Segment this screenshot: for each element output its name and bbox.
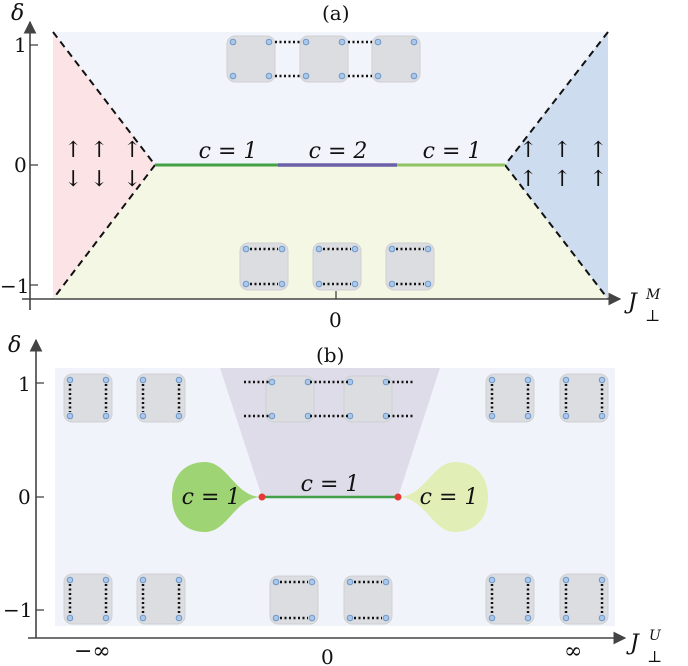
x-tick-label-a-0: 0 [329, 308, 342, 332]
right-boundary-lower [504, 164, 609, 300]
critical-point-right [394, 493, 402, 501]
spin-arrow: ↓ [90, 167, 108, 192]
left-region [53, 32, 155, 299]
y-tick-label-b-m1: −1 [3, 598, 32, 622]
plaquette-icon [265, 375, 315, 423]
panel-a: c = 1 c = 2 c = 1 ↑ ↑ ↑ ↓ ↓ ↓ ↑ ↑ ↑ ↑ ↑ … [0, 1, 661, 332]
plaquette-icon [559, 573, 609, 625]
plaquette-icon [136, 573, 186, 625]
plaquette-icon [63, 573, 113, 625]
svg-text:⊥: ⊥ [647, 647, 662, 666]
top-region [53, 32, 608, 165]
phase-label-b-1: c = 1 [182, 485, 241, 510]
phase-label-a-3: c = 1 [423, 139, 482, 164]
plaquette-icon [269, 575, 319, 625]
plaquette-icon [226, 35, 276, 83]
phase-label-a-1: c = 1 [199, 139, 258, 164]
right-boundary-upper [504, 31, 609, 166]
x-tick-label-b-neginf: −∞ [74, 639, 111, 664]
y-tick-label-a-m1: −1 [0, 274, 29, 298]
plaquette-icon [343, 375, 393, 423]
y-tick-label-b-1: 1 [18, 372, 31, 396]
right-drop-region [398, 462, 488, 532]
y-tick-label-b-0: 0 [18, 485, 31, 509]
plaquette-icon [239, 242, 289, 291]
left-boundary-upper [52, 31, 156, 166]
phase-label-b-2: c = 1 [301, 472, 360, 497]
plaquette-icon [343, 575, 393, 625]
x-axis-label-b: J U ⊥ [626, 628, 662, 666]
y-tick-label-a-0: 0 [14, 153, 27, 177]
panel-b: c = 1 c = 1 c = 1 δ 1 0 −1 −∞ 0 ∞ (b) J … [3, 333, 662, 666]
y-axis-label-a: δ [11, 1, 24, 26]
spin-arrow: ↑ [589, 138, 607, 163]
phase-label-b-3: c = 1 [420, 485, 479, 510]
plaquette-icon [559, 373, 609, 423]
plaquette-icon [312, 242, 362, 291]
svg-text:J: J [624, 290, 638, 315]
spin-arrow: ↑ [553, 138, 571, 163]
spin-arrow: ↑ [519, 138, 537, 163]
right-spins: ↑ ↑ ↑ ↑ ↑ ↑ [519, 138, 607, 192]
svg-text:⊥: ⊥ [645, 306, 660, 325]
spin-arrow: ↑ [123, 138, 141, 163]
panel-b-plaquettes [63, 373, 609, 625]
x-tick-label-b-0: 0 [321, 645, 334, 666]
spin-arrow: ↑ [64, 138, 82, 163]
right-region [505, 32, 608, 299]
plaquette-icon [485, 573, 535, 625]
top-plaquette-chain [226, 35, 421, 83]
spin-arrow: ↓ [123, 167, 141, 192]
left-spins: ↑ ↑ ↑ ↓ ↓ ↓ [64, 138, 141, 192]
bottom-plaquette-row [239, 242, 435, 291]
left-drop-region [172, 462, 262, 532]
y-axis-label-b: δ [8, 333, 21, 358]
panel-label-b: (b) [316, 343, 344, 367]
critical-point-left [258, 493, 266, 501]
plaquette-icon [371, 35, 421, 83]
spin-arrow: ↓ [64, 167, 82, 192]
panel-label-a: (a) [322, 1, 350, 25]
left-boundary-lower [52, 164, 156, 300]
spin-arrow: ↑ [90, 138, 108, 163]
y-tick-label-a-1: 1 [14, 33, 27, 57]
plaquette-icon [299, 35, 349, 83]
phase-label-a-2: c = 2 [309, 139, 368, 164]
spin-arrow: ↑ [589, 167, 607, 192]
svg-text:J: J [626, 631, 640, 656]
spin-arrow: ↑ [519, 167, 537, 192]
x-tick-label-b-inf: ∞ [564, 639, 582, 664]
spin-arrow: ↑ [553, 167, 571, 192]
plaquette-icon [485, 373, 535, 423]
svg-text:M: M [645, 287, 661, 303]
x-axis-label-a: J M ⊥ [624, 287, 661, 325]
plaquette-icon [385, 242, 435, 291]
svg-text:U: U [649, 628, 662, 644]
plaquette-icon [63, 373, 113, 423]
plaquette-icon [136, 373, 186, 423]
bottom-region [53, 165, 608, 299]
